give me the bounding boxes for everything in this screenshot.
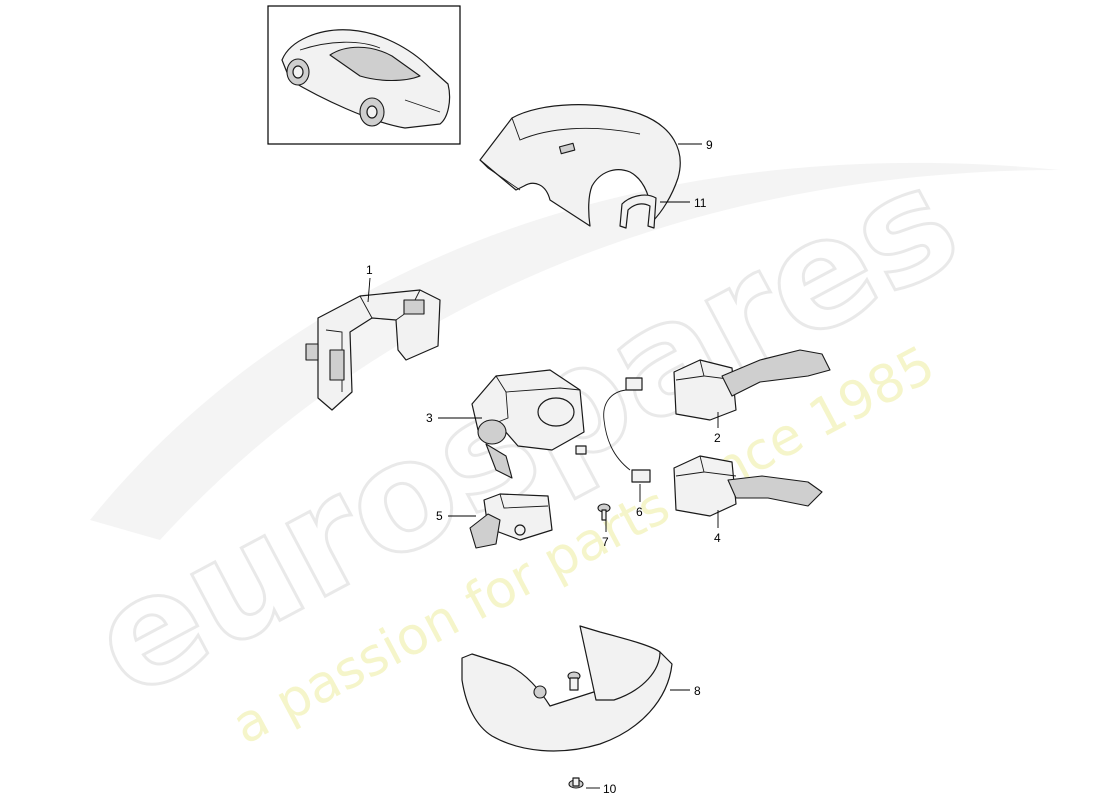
part-7-screw xyxy=(597,503,611,521)
callout-10: 10 xyxy=(603,782,617,796)
callout-5: 5 xyxy=(436,509,443,523)
callout-labels: 1 2 3 4 5 6 7 8 9 10 11 xyxy=(366,138,721,796)
leader-lines xyxy=(367,143,719,789)
part-8-lower-cover xyxy=(461,625,673,752)
part-3-switch-housing xyxy=(471,369,587,479)
callout-3: 3 xyxy=(426,411,433,425)
callout-9: 9 xyxy=(706,138,713,152)
callout-7: 7 xyxy=(602,535,609,549)
part-4-stalk-switch xyxy=(673,455,823,517)
part-1-control-module xyxy=(305,289,441,411)
car-thumbnail xyxy=(267,5,461,145)
part-10-screw xyxy=(568,777,584,789)
part-11-trim xyxy=(619,194,657,229)
part-6-harness xyxy=(603,377,651,483)
callout-2: 2 xyxy=(714,431,721,445)
leader-1 xyxy=(367,277,371,303)
callout-1: 1 xyxy=(366,263,373,277)
callout-11: 11 xyxy=(694,196,707,210)
watermark-swoosh xyxy=(90,162,1060,540)
callout-6: 6 xyxy=(636,505,643,519)
part-2-stalk-switch xyxy=(673,349,831,421)
part-5-switch xyxy=(469,493,553,549)
callout-4: 4 xyxy=(714,531,721,545)
car-illustration xyxy=(281,29,451,129)
callout-8: 8 xyxy=(694,684,701,698)
